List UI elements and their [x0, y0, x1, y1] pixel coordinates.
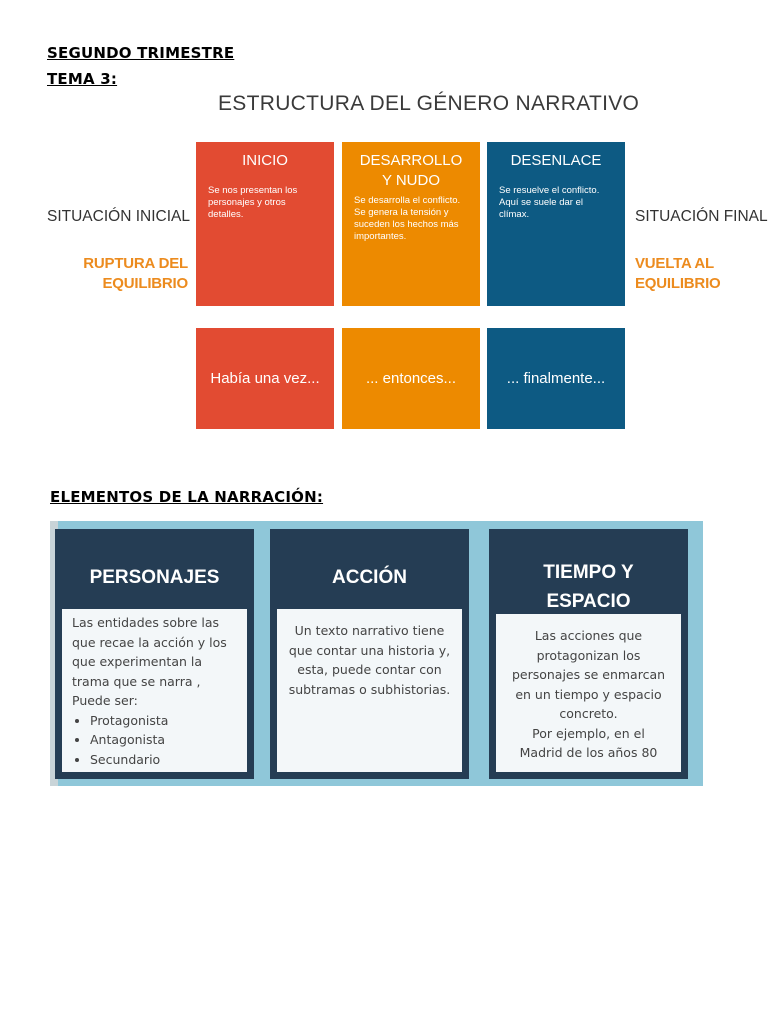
elements-panel: PERSONAJES Las entidades sobre las que r…	[50, 521, 703, 786]
trimester-heading: SEGUNDO TRIMESTRE	[47, 44, 234, 62]
inicio-box: INICIO Se nos presentan los personajes y…	[196, 142, 334, 306]
desenlace-phrase: ... finalmente...	[487, 328, 625, 429]
inicio-title: INICIO	[196, 151, 334, 171]
diagram-title: ESTRUCTURA DEL GÉNERO NARRATIVO	[218, 92, 639, 116]
desenlace-title: DESENLACE	[487, 151, 625, 171]
list-item: Antagonista	[90, 730, 237, 750]
desenlace-desc: Se resuelve el conflicto. Aquí se suele …	[487, 185, 625, 221]
desarrollo-desc: Se desarrolla el conflicto. Se genera la…	[342, 195, 480, 243]
card-personajes-body: Las entidades sobre las que recae la acc…	[62, 609, 247, 772]
final-situation-label: SITUACIÓN FINAL	[635, 208, 768, 226]
card-accion-title: ACCIÓN	[270, 563, 469, 592]
list-item: Secundario	[90, 750, 237, 770]
topic-heading: TEMA 3:	[47, 70, 117, 88]
card-accion: ACCIÓN Un texto narrativo tiene que cont…	[270, 529, 469, 779]
desarrollo-box: DESARROLLO Y NUDO Se desarrolla el confl…	[342, 142, 480, 306]
card-tiempo-espacio-title: TIEMPO Y ESPACIO	[489, 558, 688, 616]
initial-situation-label: SITUACIÓN INICIAL	[47, 208, 190, 226]
rupture-label: RUPTURA DEL EQUILIBRIO	[83, 254, 188, 294]
card-personajes-title: PERSONAJES	[55, 563, 254, 592]
elements-heading: ELEMENTOS DE LA NARRACIÓN:	[50, 488, 323, 506]
card-personajes: PERSONAJES Las entidades sobre las que r…	[55, 529, 254, 779]
desenlace-box: DESENLACE Se resuelve el conflicto. Aquí…	[487, 142, 625, 306]
character-type-list: Protagonista Antagonista Secundario	[72, 711, 237, 770]
inicio-desc: Se nos presentan los personajes y otros …	[196, 185, 334, 221]
list-item: Protagonista	[90, 711, 237, 731]
desarrollo-phrase: ... entonces...	[342, 328, 480, 429]
return-label: VUELTA AL EQUILIBRIO	[635, 254, 721, 294]
card-tiempo-espacio-body: Las acciones que protagonizan los person…	[496, 614, 681, 772]
inicio-phrase: Había una vez...	[196, 328, 334, 429]
card-accion-body: Un texto narrativo tiene que contar una …	[277, 609, 462, 772]
desarrollo-title: DESARROLLO Y NUDO	[342, 151, 480, 191]
card-tiempo-espacio: TIEMPO Y ESPACIO Las acciones que protag…	[489, 529, 688, 779]
